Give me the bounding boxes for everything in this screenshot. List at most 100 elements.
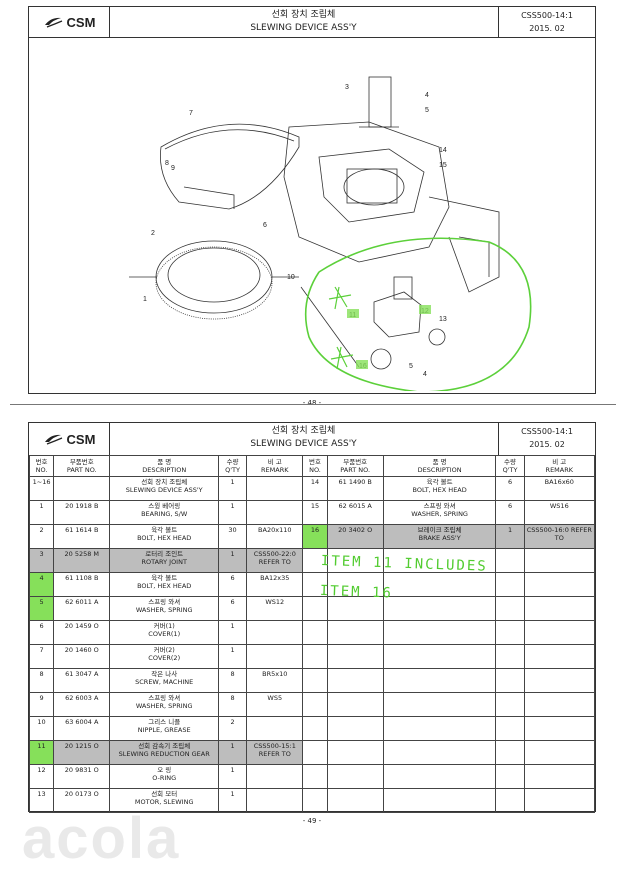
cell-remark: CSS500-22:0 REFER TO	[246, 548, 304, 573]
description-english: BOLT, HEX HEAD	[137, 582, 192, 590]
exploded-drawing: 7 8 9 6 2 10 1 3 4 5 14 15 11 12 13 16 5…	[129, 76, 532, 391]
description-english: ROTARY JOINT	[141, 558, 187, 566]
cell-no: 1~16	[28, 476, 55, 501]
cell-part-no: 20 1459 O	[53, 620, 111, 645]
description-english: COVER(1)	[148, 630, 181, 638]
empty-cell	[382, 716, 497, 741]
code-number: CSS500-14:1	[521, 11, 573, 20]
cover-part	[160, 123, 300, 210]
cell-remark	[246, 716, 304, 741]
code-date: 2015. 02	[529, 24, 565, 33]
exploded-view-page: CSM 선회 장치 조립체 SLEWING DEVICE ASS'Y CSS50…	[28, 6, 596, 407]
empty-cell	[302, 644, 328, 669]
empty-cell	[382, 788, 497, 813]
cell-remark	[246, 764, 304, 789]
description-english: SCREW, MACHINE	[135, 678, 194, 686]
empty-cell	[302, 788, 328, 813]
cell-no: 16	[302, 524, 328, 549]
description-english: WASHER, SPRING	[135, 702, 193, 710]
logo-text: CSM	[66, 431, 96, 447]
empty-cell	[523, 572, 596, 597]
cell-no: 9	[28, 692, 55, 717]
description-korean: 작은 나사	[151, 670, 178, 678]
empty-cell	[326, 548, 384, 573]
cell-qty: 1	[217, 500, 248, 525]
description-english: BOLT, HEX HEAD	[137, 534, 192, 542]
empty-cell	[326, 620, 384, 645]
cell-part-no	[53, 476, 111, 501]
empty-cell	[495, 620, 525, 645]
empty-cell	[326, 668, 384, 693]
cell-part-no: 62 6003 A	[53, 692, 111, 717]
callout-5: 5	[425, 107, 429, 114]
description-korean: 오 링	[157, 766, 172, 774]
description-english: BOLT, HEX HEAD	[412, 486, 467, 494]
callout-4: 4	[425, 92, 429, 99]
cell-qty: 6	[495, 500, 525, 525]
cell-qty: 1	[217, 548, 248, 573]
empty-cell	[523, 644, 596, 669]
cell-qty: 1	[495, 524, 525, 549]
title-english: SLEWING DEVICE ASS'Y	[250, 23, 357, 33]
cell-no: 12	[28, 764, 55, 789]
description-korean: 육각 볼트	[426, 478, 453, 486]
title-korean: 선회 장치 조립체	[271, 10, 336, 20]
empty-cell	[523, 788, 596, 813]
cell-remark	[246, 644, 304, 669]
description-english: SLEWING REDUCTION GEAR	[118, 750, 210, 758]
callout-7: 7	[189, 110, 193, 117]
description-korean: 육각 볼트	[151, 526, 178, 534]
page-divider	[10, 404, 616, 405]
cell-remark: CSS500-15:1 REFER TO	[246, 740, 304, 765]
cell-no: 3	[28, 548, 55, 573]
description-english: BEARING, S/W	[141, 510, 188, 518]
empty-cell	[302, 716, 328, 741]
empty-cell	[495, 716, 525, 741]
callout-10: 10	[287, 274, 295, 281]
empty-cell	[495, 668, 525, 693]
empty-cell	[382, 644, 497, 669]
empty-cell	[495, 644, 525, 669]
description-english: MOTOR, SLEWING	[134, 798, 194, 806]
empty-cell	[326, 716, 384, 741]
callout-6: 6	[263, 222, 267, 229]
cell-qty: 2	[217, 716, 248, 741]
csm-logo: CSM	[29, 423, 110, 455]
callout-9: 9	[171, 165, 175, 172]
document-code: CSS500-14:1 2015. 02	[499, 7, 595, 37]
description-korean: 스프링 와셔	[148, 694, 181, 702]
empty-cell	[495, 740, 525, 765]
empty-cell	[302, 692, 328, 717]
cell-description: 커버(1)COVER(1)	[109, 620, 219, 645]
empty-cell	[326, 692, 384, 717]
empty-cell	[382, 692, 497, 717]
document-code: CSS500-14:1 2015. 02	[499, 423, 595, 455]
cell-remark: BA12x35	[246, 572, 304, 597]
description-korean: 그리스 니플	[148, 718, 181, 726]
description-korean: 스프링 와셔	[423, 502, 456, 510]
cell-remark	[246, 788, 304, 813]
empty-cell	[302, 596, 328, 621]
empty-cell	[495, 764, 525, 789]
empty-cell	[495, 548, 525, 573]
cell-remark	[246, 620, 304, 645]
cell-qty: 6	[217, 572, 248, 597]
callout-5b: 5	[409, 363, 413, 370]
description-english: BRAKE ASS'Y	[418, 534, 461, 542]
